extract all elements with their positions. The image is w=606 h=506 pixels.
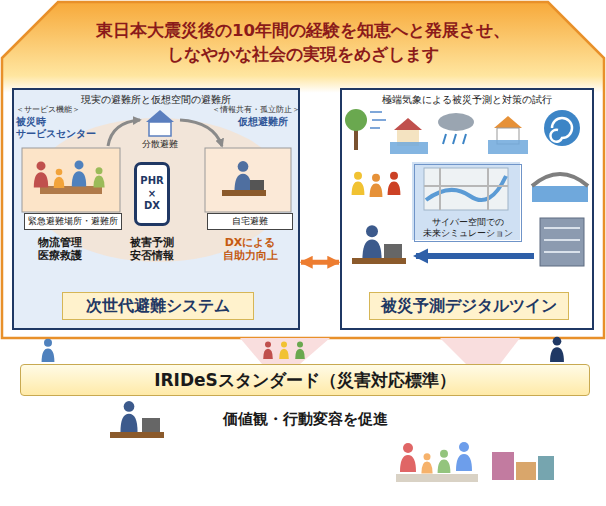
- typhoon: [544, 110, 580, 146]
- node-text: IRIDeSスタンダード（災害対応標準）: [154, 369, 456, 392]
- desk: [110, 432, 164, 438]
- supply-bag: [492, 452, 514, 480]
- simulation-box: サイバー空間での 未来シミュレーション: [414, 164, 522, 242]
- banner-shape: 東日本大震災後の10年間の経験を知恵へと発展させ、 しなやかな社会の実現をめざし…: [0, 0, 606, 86]
- cycle-arrow: [180, 120, 222, 146]
- node-text: 極端気象による被災予測と対策の試行: [342, 93, 592, 107]
- node-text: 被災予測デジタルツイン: [381, 296, 557, 317]
- laptop: [250, 180, 264, 190]
- person-figure: [234, 161, 251, 192]
- supply-box: [516, 462, 536, 480]
- person-figure: [54, 169, 65, 188]
- person-figure: [263, 342, 273, 359]
- table: [40, 186, 102, 194]
- wind-lines: [370, 112, 386, 128]
- panel-ground: [340, 88, 594, 330]
- node-text: 東日本大震災後の10年間の経験を知恵へと発展させ、 しなやかな社会の実現をめざし…: [60, 19, 546, 67]
- cyber-ground: [412, 162, 520, 240]
- node-text: PHR × DX: [139, 175, 165, 213]
- desk: [222, 190, 266, 196]
- panel-box: 極端気象による被災予測と対策の試行サイバー空間での 未来シミュレーション被災予測…: [340, 88, 594, 330]
- person-figure: [93, 167, 104, 187]
- title-tag: 次世代避難システム: [62, 292, 254, 320]
- node-text: 次世代避難システム: [86, 296, 230, 317]
- tree-crown: [345, 109, 367, 131]
- photo-frame: [22, 148, 120, 212]
- node-text: サイバー空間での 未来シミュレーション: [417, 217, 519, 239]
- panel-ground: [12, 88, 300, 330]
- influence-wedge: [440, 338, 520, 364]
- house-roof: [494, 116, 522, 128]
- laptop: [142, 418, 160, 432]
- worker-figure: [370, 174, 383, 197]
- supply-bottle: [538, 456, 554, 480]
- title-tag: 被災予測デジタルツイン: [369, 292, 569, 320]
- house-body: [149, 122, 171, 136]
- annotation-label: 分散避難: [130, 139, 190, 150]
- flood-water: [390, 142, 428, 154]
- person-figure: [456, 442, 472, 471]
- photo-box: 緊急避難場所・避難所: [24, 150, 122, 230]
- annotation-label: 仮想避難所: [238, 116, 300, 128]
- annotation-label: 被災時 サービスセンター: [16, 116, 102, 140]
- server-rack: [540, 218, 584, 266]
- annotation-label: ＜サービス機能＞: [16, 105, 106, 115]
- node-text: 現実の避難所と仮想空間の避難所: [14, 93, 298, 107]
- person-figure: [295, 342, 305, 359]
- node-text: 自宅避難: [207, 213, 293, 230]
- annotation-label: DXによる 自助力向上: [208, 236, 292, 262]
- house-roof: [146, 110, 174, 122]
- desk: [352, 258, 406, 264]
- person-figure: [550, 337, 564, 362]
- person-figure: [120, 401, 137, 432]
- laptop: [384, 244, 402, 258]
- flow-arrow: [416, 253, 534, 259]
- rain: [443, 134, 466, 144]
- map-sheet: [396, 474, 478, 482]
- influence-wedge: [240, 338, 330, 364]
- annotation-label: 物流管理 医療救護: [30, 236, 90, 262]
- flood-water: [488, 140, 528, 154]
- person-figure: [72, 160, 86, 186]
- worker-figure: [388, 172, 401, 195]
- map-river: [426, 176, 506, 200]
- bridge: [532, 174, 588, 186]
- person-figure: [34, 161, 48, 187]
- person-figure: [438, 450, 451, 473]
- person-figure: [42, 339, 55, 362]
- photo-box: 自宅避難: [207, 150, 293, 230]
- typhoon-spiral: [550, 118, 572, 142]
- annotation-label: 価値観・行動変容を促進: [190, 410, 420, 428]
- person-figure: [421, 453, 432, 473]
- banner-frame: [2, 2, 604, 338]
- annotation-label: 被害予測 安否情報: [122, 236, 182, 262]
- person-figure: [279, 342, 289, 359]
- server-slots: [544, 228, 580, 252]
- cycle-arrow: [108, 120, 140, 146]
- river: [532, 186, 588, 202]
- map: [424, 168, 508, 210]
- node-text: 緊急避難場所・避難所: [24, 213, 122, 230]
- map-roads: [424, 168, 508, 210]
- phone-box: PHR × DX: [134, 162, 170, 226]
- rain-cloud: [438, 113, 474, 131]
- person-figure: [362, 225, 381, 260]
- person-figure: [400, 443, 416, 472]
- worker-figure: [352, 172, 365, 195]
- house-roof: [394, 118, 422, 130]
- photo-frame: [205, 148, 291, 212]
- standard-band: IRIDeSスタンダード（災害対応標準）: [20, 364, 590, 396]
- double-arrow: [301, 260, 339, 265]
- annotation-label: ＜情報共有・孤立防止＞: [212, 105, 312, 115]
